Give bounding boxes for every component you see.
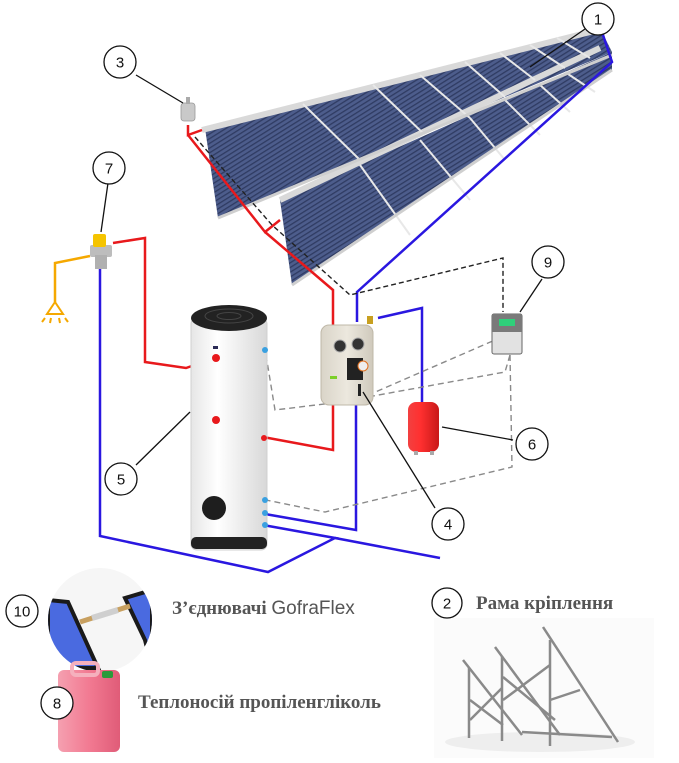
svg-text:9: 9	[544, 255, 552, 272]
svg-text:2: 2	[443, 596, 451, 613]
solar-collector-array	[201, 27, 613, 287]
svg-text:7: 7	[105, 161, 113, 178]
manifold-lower	[278, 45, 602, 203]
mixed-pipes	[53, 254, 91, 302]
label-connectors-word: З’єднювачі	[172, 598, 267, 619]
label-fluid: Теплоносій пропіленгліколь	[138, 692, 381, 713]
svg-text:10: 10	[14, 604, 31, 621]
svg-text:1: 1	[594, 12, 602, 29]
callout-9: 9	[531, 245, 565, 279]
panel-separators	[302, 37, 596, 236]
callout-8: 8	[40, 686, 74, 720]
pump-station	[320, 316, 374, 406]
rail-lower	[291, 68, 613, 287]
mounting-frame-image	[434, 618, 654, 758]
callout-2: 2	[431, 587, 463, 619]
collector-row-lower	[280, 52, 612, 285]
fluid-canister	[58, 661, 120, 752]
callout-1: 1	[581, 2, 615, 36]
svg-text:6: 6	[528, 437, 536, 454]
callout-6: 6	[515, 427, 549, 461]
collector-row-upper	[205, 28, 612, 218]
callout-7: 7	[92, 151, 126, 185]
expansion-vessel	[408, 402, 439, 455]
callout-5: 5	[104, 462, 138, 496]
svg-text:5: 5	[117, 472, 125, 489]
callout-10: 10	[5, 594, 39, 628]
connector-image	[48, 568, 152, 672]
label-connectors: З’єднювачі GofraFlex	[172, 598, 355, 620]
sensor-wiring	[265, 339, 513, 513]
mixing-valve	[90, 234, 112, 269]
svg-text:4: 4	[444, 517, 452, 534]
label-frame: Рама кріплення	[476, 593, 614, 614]
svg-text:3: 3	[116, 55, 124, 72]
rail-upper	[217, 53, 613, 220]
air-vent	[180, 97, 196, 122]
leader-lines	[100, 28, 586, 509]
callout-3: 3	[103, 45, 137, 79]
solar-controller	[491, 313, 523, 355]
svg-text:8: 8	[53, 696, 61, 713]
label-connectors-brand: GofraFlex	[271, 598, 355, 619]
shower-head-icon	[41, 300, 69, 324]
callout-4: 4	[431, 507, 465, 541]
storage-tank	[190, 305, 268, 551]
cold-pipes	[98, 25, 614, 574]
